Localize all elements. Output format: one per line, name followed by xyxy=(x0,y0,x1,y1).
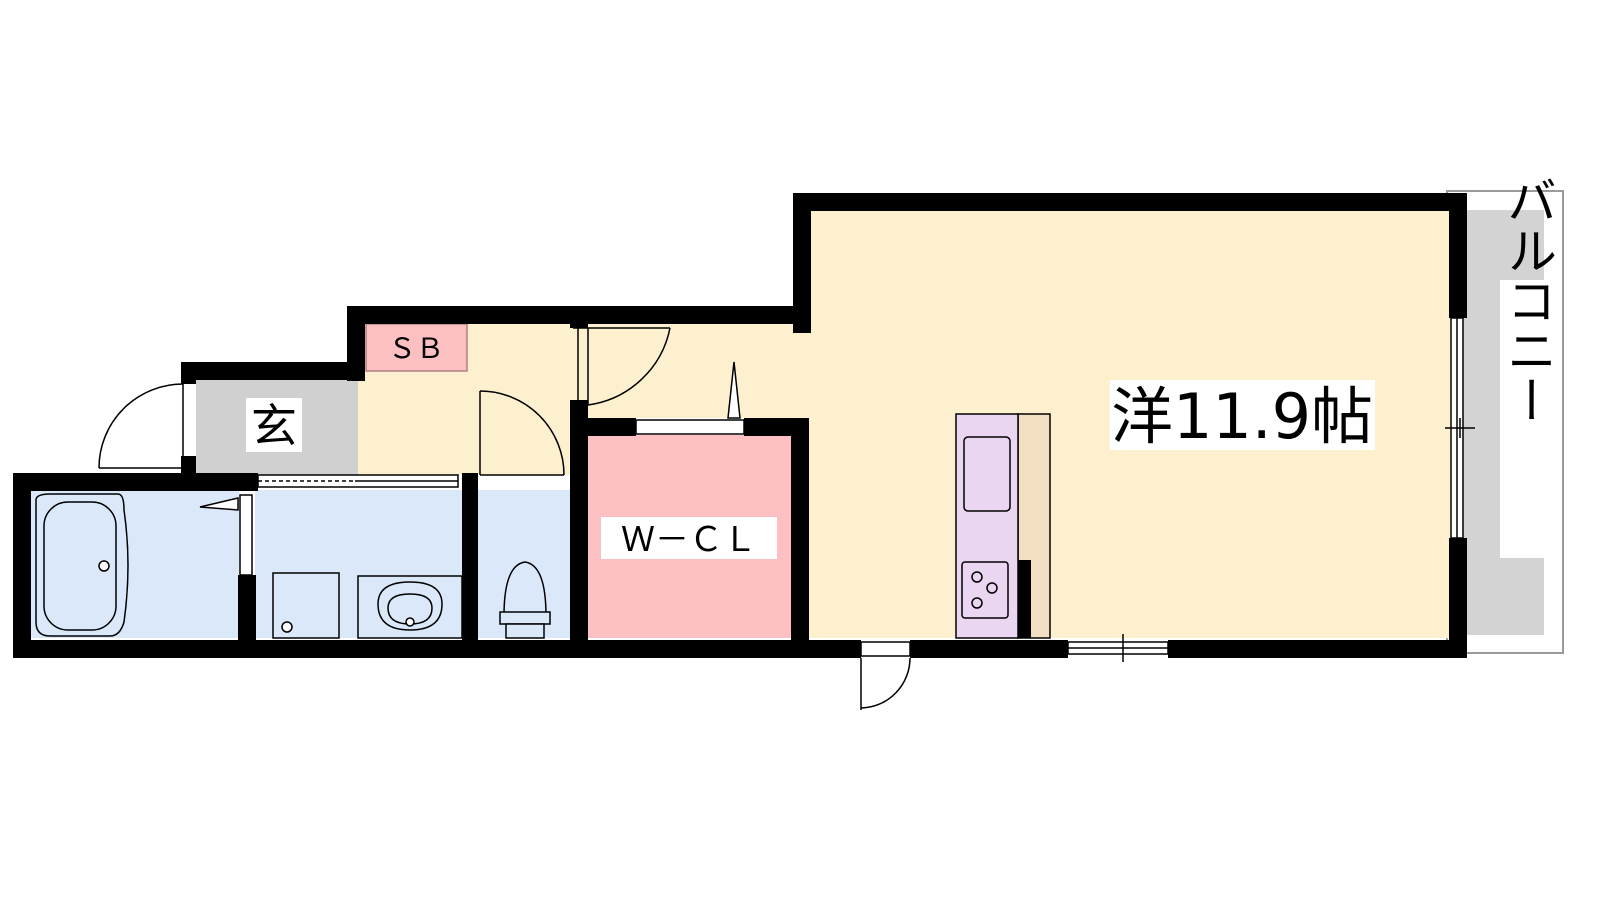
stove-icon xyxy=(961,561,1009,619)
washbasin-icon xyxy=(357,575,463,639)
walls xyxy=(13,193,1467,658)
washing-machine-icon xyxy=(272,572,340,639)
sliding-door-icon xyxy=(257,474,459,488)
window-icon xyxy=(1445,317,1475,539)
room-label-box: 洋11.9帖 xyxy=(1110,380,1375,453)
sink-icon xyxy=(963,436,1011,512)
balcony-label: バルコニー xyxy=(1499,175,1557,425)
entrance-label: 玄 xyxy=(251,399,297,453)
bathtub-icon xyxy=(35,493,129,637)
closet-label-box: Ｗ－ＣＬ xyxy=(601,517,777,560)
toilet-icon xyxy=(499,561,551,639)
window-icon xyxy=(1067,634,1169,662)
closet-label: Ｗ－ＣＬ xyxy=(621,520,757,560)
closet-door-icon xyxy=(635,361,745,435)
shoe-box-label: ＳＢ xyxy=(388,332,444,365)
balcony-label-box: バルコニー xyxy=(1499,175,1557,558)
door-swing-icon xyxy=(98,327,911,710)
bath-door-icon xyxy=(199,494,253,576)
entrance-label-box: 玄 xyxy=(246,398,302,453)
western-room-label: 洋11.9帖 xyxy=(1111,380,1373,453)
